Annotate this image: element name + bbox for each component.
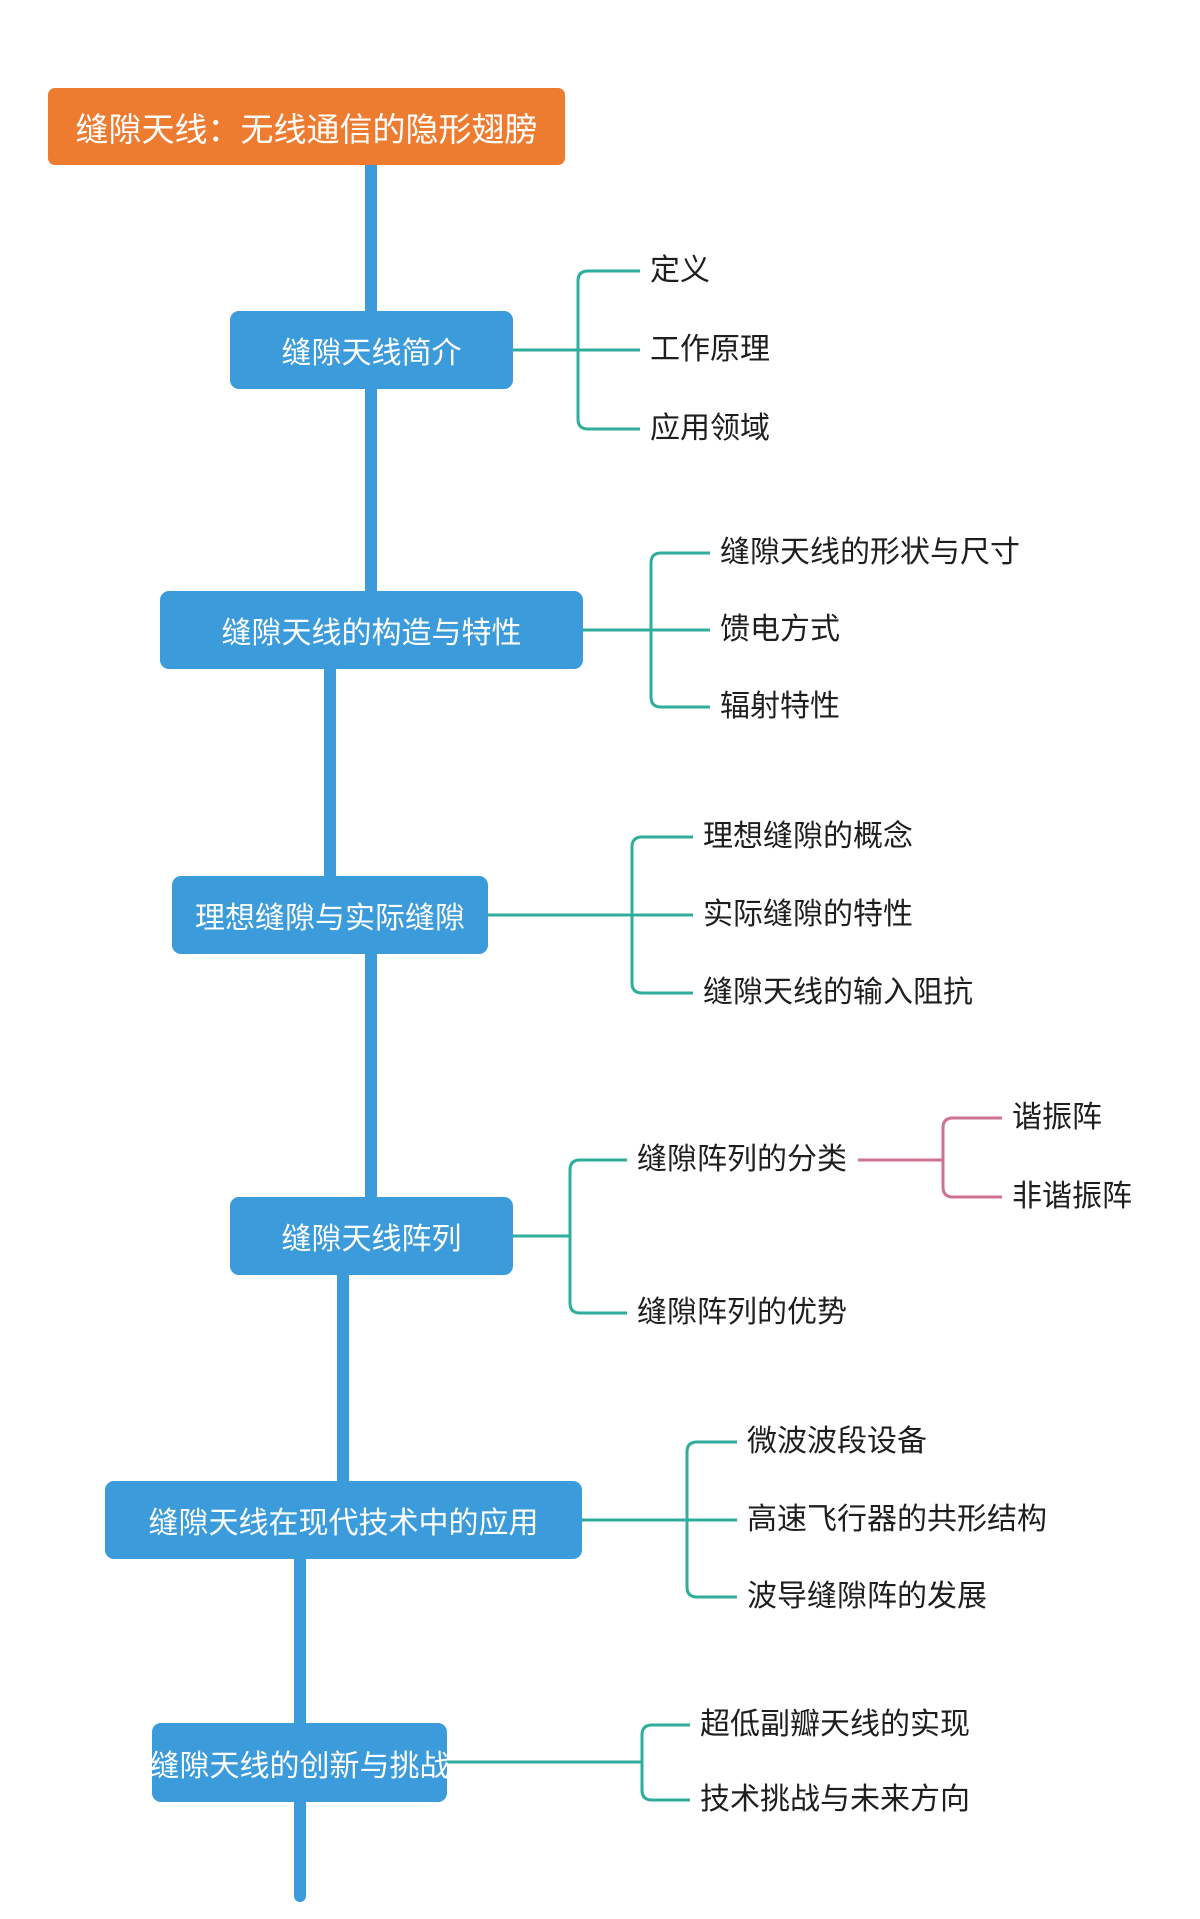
subtopic[interactable]: 缝隙阵列的优势 (637, 1296, 847, 1329)
subtopic[interactable]: 缝隙天线的输入阻抗 (703, 976, 973, 1009)
branch-topic-array[interactable]: 缝隙天线阵列 (230, 1197, 513, 1275)
root-topic[interactable]: 缝隙天线：无线通信的隐形翅膀 (48, 88, 565, 165)
branch-topic-ideal-vs-real[interactable]: 理想缝隙与实际缝隙 (172, 876, 488, 954)
subtopic[interactable]: 微波波段设备 (747, 1425, 927, 1458)
subtopic[interactable]: 波导缝隙阵的发展 (747, 1580, 987, 1613)
sub-subtopic[interactable]: 非谐振阵 (1012, 1180, 1132, 1213)
spine-segment (365, 389, 377, 591)
spine-segment (294, 1559, 306, 1723)
subtopic[interactable]: 辐射特性 (720, 690, 840, 723)
subtopic[interactable]: 超低副瓣天线的实现 (700, 1708, 970, 1741)
spine-segment (365, 954, 377, 1197)
spine-segment (337, 1275, 349, 1481)
branch-topic-intro[interactable]: 缝隙天线简介 (230, 311, 513, 389)
subtopic[interactable]: 实际缝隙的特性 (703, 898, 913, 931)
subtopic[interactable]: 高速飞行器的共形结构 (747, 1503, 1047, 1536)
subtopic[interactable]: 缝隙阵列的分类 (637, 1143, 847, 1176)
sub-subtopic[interactable]: 谐振阵 (1012, 1101, 1102, 1134)
spine-segment (365, 165, 377, 311)
spine-segment (294, 1801, 306, 1902)
subtopic[interactable]: 工作原理 (650, 333, 770, 366)
subtopic[interactable]: 理想缝隙的概念 (703, 820, 913, 853)
subtopic[interactable]: 缝隙天线的形状与尺寸 (720, 536, 1020, 569)
spine-segment (324, 669, 336, 876)
branch-topic-applications[interactable]: 缝隙天线在现代技术中的应用 (105, 1481, 582, 1559)
subtopic[interactable]: 定义 (650, 254, 710, 287)
branch-connectors (447, 269, 737, 1802)
branch-topic-structure[interactable]: 缝隙天线的构造与特性 (160, 591, 583, 669)
subtopic[interactable]: 馈电方式 (720, 613, 840, 646)
subbranch-connectors (858, 1116, 1002, 1199)
subtopic[interactable]: 应用领域 (650, 412, 770, 445)
branch-topic-innovation[interactable]: 缝隙天线的创新与挑战 (150, 1723, 450, 1802)
subtopic[interactable]: 技术挑战与未来方向 (700, 1783, 970, 1816)
